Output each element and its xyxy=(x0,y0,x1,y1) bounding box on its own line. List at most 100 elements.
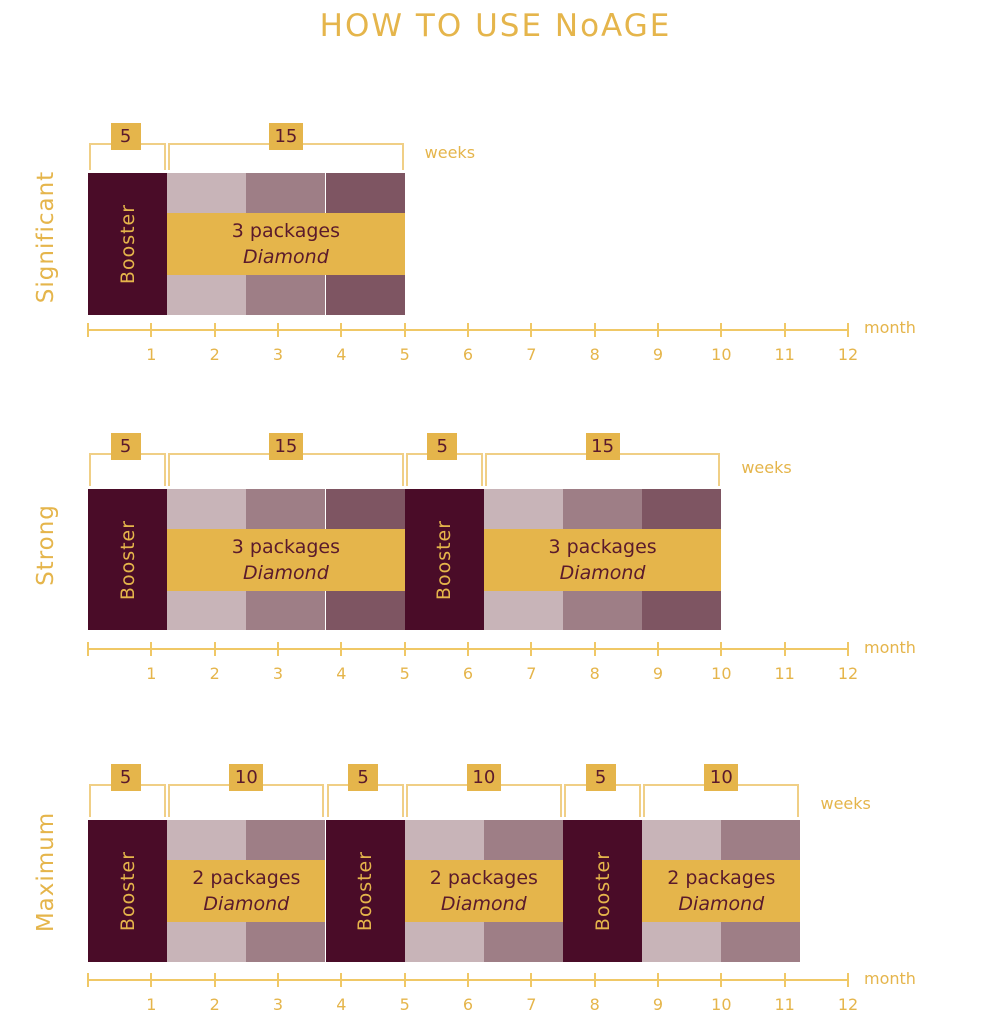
month-tick-label: 1 xyxy=(146,345,157,364)
month-tick xyxy=(403,973,406,987)
package-count-label: 2 packages xyxy=(667,867,776,889)
week-count-box: 5 xyxy=(110,764,141,791)
month-tick-label: 5 xyxy=(399,345,410,364)
month-tick xyxy=(150,642,153,656)
month-tick-label: 2 xyxy=(209,345,220,364)
month-tick xyxy=(720,323,723,337)
month-tick xyxy=(530,973,533,987)
package-count-label: 3 packages xyxy=(548,536,657,558)
plan-name-label: Strong xyxy=(33,504,59,586)
month-tick xyxy=(213,323,216,337)
month-tick-label: 9 xyxy=(652,345,664,364)
month-tick-label: 11 xyxy=(774,995,795,1014)
month-tick xyxy=(847,642,849,656)
month-tick xyxy=(593,642,596,656)
month-unit-label: month xyxy=(864,318,916,337)
page-title: HOW TO USE NoAGE xyxy=(319,8,672,44)
weeks-unit-label: weeks xyxy=(424,143,476,162)
month-tick-label: 7 xyxy=(526,995,537,1014)
month-tick xyxy=(657,323,659,337)
month-tick xyxy=(213,642,216,656)
month-tick xyxy=(277,642,279,656)
month-tick-label: 1 xyxy=(146,995,157,1014)
booster-label: Booster xyxy=(116,203,139,285)
week-count-box: 15 xyxy=(585,433,620,460)
booster-block: Booster xyxy=(325,820,405,962)
month-tick xyxy=(657,973,659,987)
month-tick xyxy=(847,323,849,337)
month-tick xyxy=(277,323,279,337)
week-count-box: 15 xyxy=(268,433,303,460)
month-tick-label: 4 xyxy=(336,345,347,364)
month-tick xyxy=(657,642,659,656)
week-count-box: 10 xyxy=(229,764,264,791)
month-tick-label: 6 xyxy=(462,664,474,683)
month-tick-label: 7 xyxy=(526,345,537,364)
week-count-box: 5 xyxy=(110,433,141,460)
month-tick-label: 8 xyxy=(589,345,600,364)
month-tick xyxy=(150,973,153,987)
month-tick xyxy=(593,323,596,337)
month-tick xyxy=(467,973,469,987)
month-tick-label: 12 xyxy=(837,664,859,683)
package-count-label: 3 packages xyxy=(231,220,341,242)
booster-block: Booster xyxy=(563,820,643,962)
plan-name-label: Significant xyxy=(33,170,59,304)
week-count-box: 5 xyxy=(348,764,379,791)
weeks-unit-label: weeks xyxy=(741,458,792,477)
month-tick xyxy=(530,642,533,656)
month-tick xyxy=(467,323,469,337)
month-tick-label: 5 xyxy=(399,664,410,683)
month-tick xyxy=(340,973,343,987)
month-tick-label: 9 xyxy=(652,995,664,1014)
week-count-box: 15 xyxy=(268,123,303,150)
month-tick xyxy=(403,323,406,337)
month-tick-label: 4 xyxy=(336,664,347,683)
month-tick xyxy=(277,973,279,987)
month-tick-label: 5 xyxy=(399,995,410,1014)
month-tick-label: 3 xyxy=(272,345,284,364)
week-count-box: 5 xyxy=(110,123,141,150)
package-name-label: Diamond xyxy=(559,562,646,584)
booster-label: Booster xyxy=(116,850,139,932)
month-tick-label: 9 xyxy=(652,664,664,683)
month-tick-label: 1 xyxy=(146,664,157,683)
month-tick-label: 10 xyxy=(711,995,732,1014)
month-tick xyxy=(340,642,343,656)
month-unit-label: month xyxy=(864,969,916,988)
month-tick xyxy=(783,642,786,656)
week-count-box: 10 xyxy=(466,764,501,791)
package-count-label: 2 packages xyxy=(429,867,538,889)
booster-block: Booster xyxy=(404,489,484,630)
package-name-label: Diamond xyxy=(203,893,290,915)
month-tick xyxy=(783,973,786,987)
package-name-label: Diamond xyxy=(243,246,329,268)
month-tick xyxy=(847,973,849,987)
month-tick xyxy=(530,323,533,337)
booster-block: Booster xyxy=(88,173,168,315)
month-tick xyxy=(720,642,723,656)
month-tick-label: 2 xyxy=(209,995,220,1014)
month-tick xyxy=(403,642,406,656)
package-count-label: 2 packages xyxy=(192,867,301,889)
package-name-label: Diamond xyxy=(440,893,527,915)
week-count-box: 5 xyxy=(585,764,616,791)
month-tick-label: 8 xyxy=(589,995,600,1014)
booster-label: Booster xyxy=(354,850,377,932)
month-tick xyxy=(467,642,469,656)
month-tick-label: 6 xyxy=(462,345,474,364)
month-tick-label: 7 xyxy=(526,664,537,683)
month-tick-label: 4 xyxy=(336,995,347,1014)
month-tick-label: 10 xyxy=(711,664,732,683)
package-count-label: 3 packages xyxy=(231,536,341,558)
booster-block: Booster xyxy=(88,820,168,962)
month-tick-label: 10 xyxy=(711,345,732,364)
month-tick xyxy=(340,323,343,337)
